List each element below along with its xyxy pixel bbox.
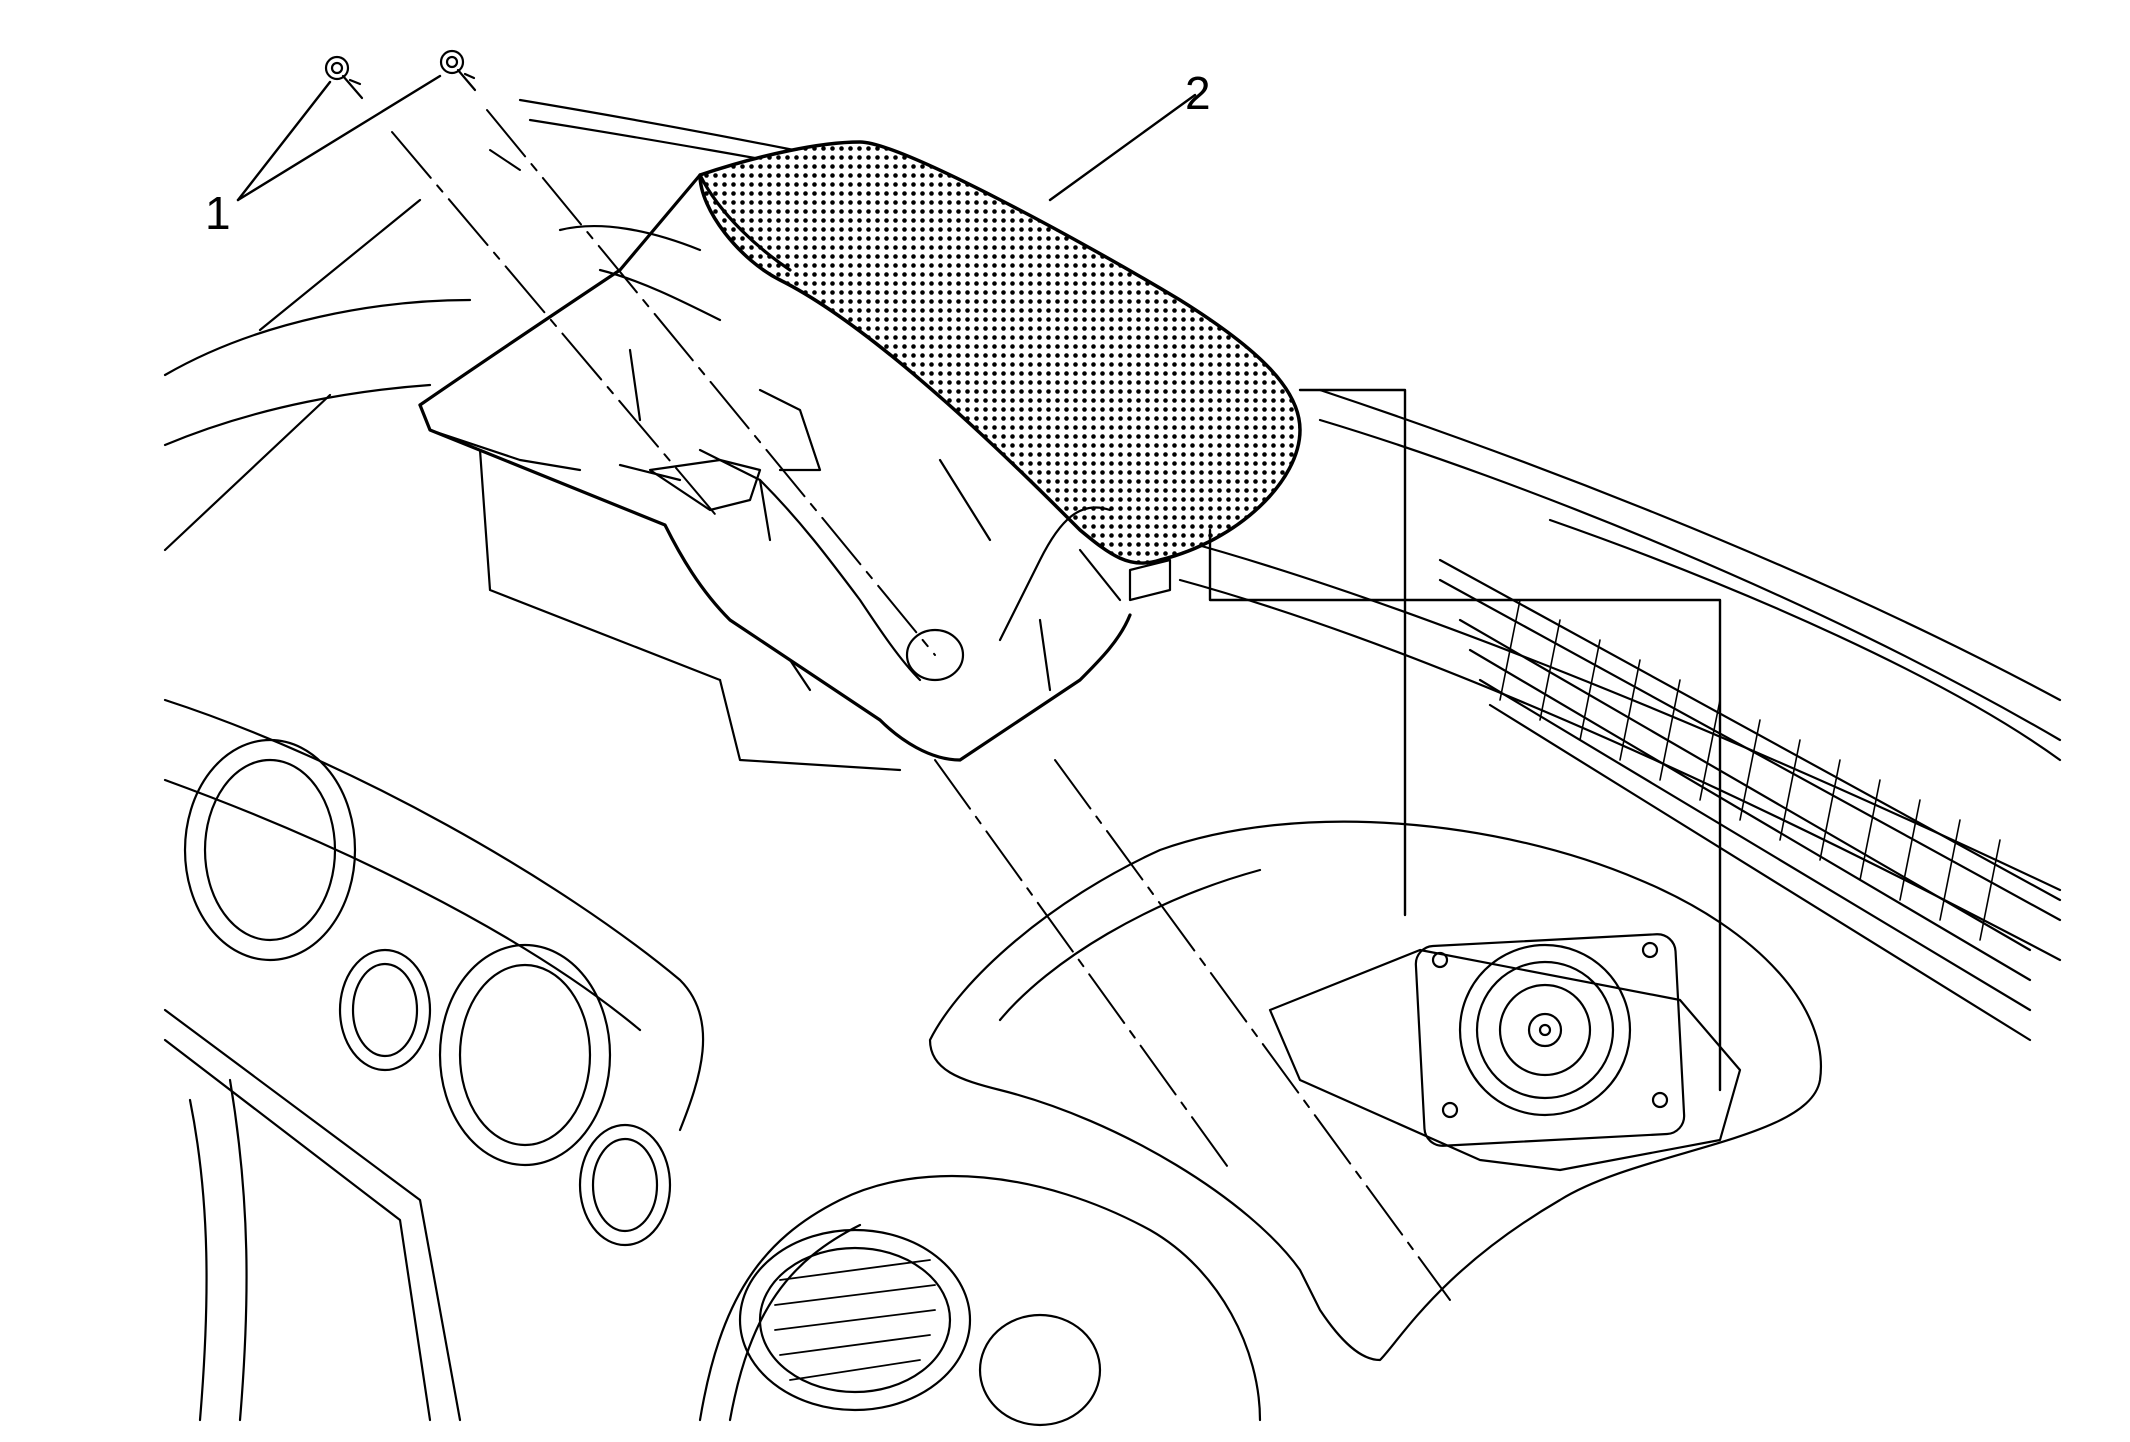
- alignment-lines: [391, 109, 1451, 1301]
- speaker: [1414, 933, 1686, 1147]
- callout-1-label: 1: [205, 187, 231, 239]
- grille-mesh: [698, 140, 1302, 565]
- fastener-screw-left: [324, 55, 364, 100]
- speedometer-gauge: [438, 943, 612, 1167]
- speaker-grille-panel: [418, 140, 1302, 772]
- leader-1b: [236, 74, 442, 202]
- leader-2: [1048, 93, 1197, 202]
- speaker-bracket: [1268, 948, 1742, 1172]
- callout-leaders: [236, 74, 1722, 1092]
- tachometer-gauge: [183, 738, 357, 962]
- fastener-screw-right: [439, 49, 477, 92]
- fasteners: [324, 49, 477, 100]
- small-gauge-left: [338, 948, 432, 1072]
- callout-2-label: 2: [1185, 67, 1211, 119]
- gauge-cluster: [183, 738, 672, 1247]
- small-gauge-right: [578, 1123, 672, 1247]
- center-air-vent: [738, 1228, 1102, 1427]
- leader-1a: [236, 80, 332, 202]
- leader-bracket: [1298, 388, 1407, 917]
- instrument-panel: [163, 98, 2062, 1422]
